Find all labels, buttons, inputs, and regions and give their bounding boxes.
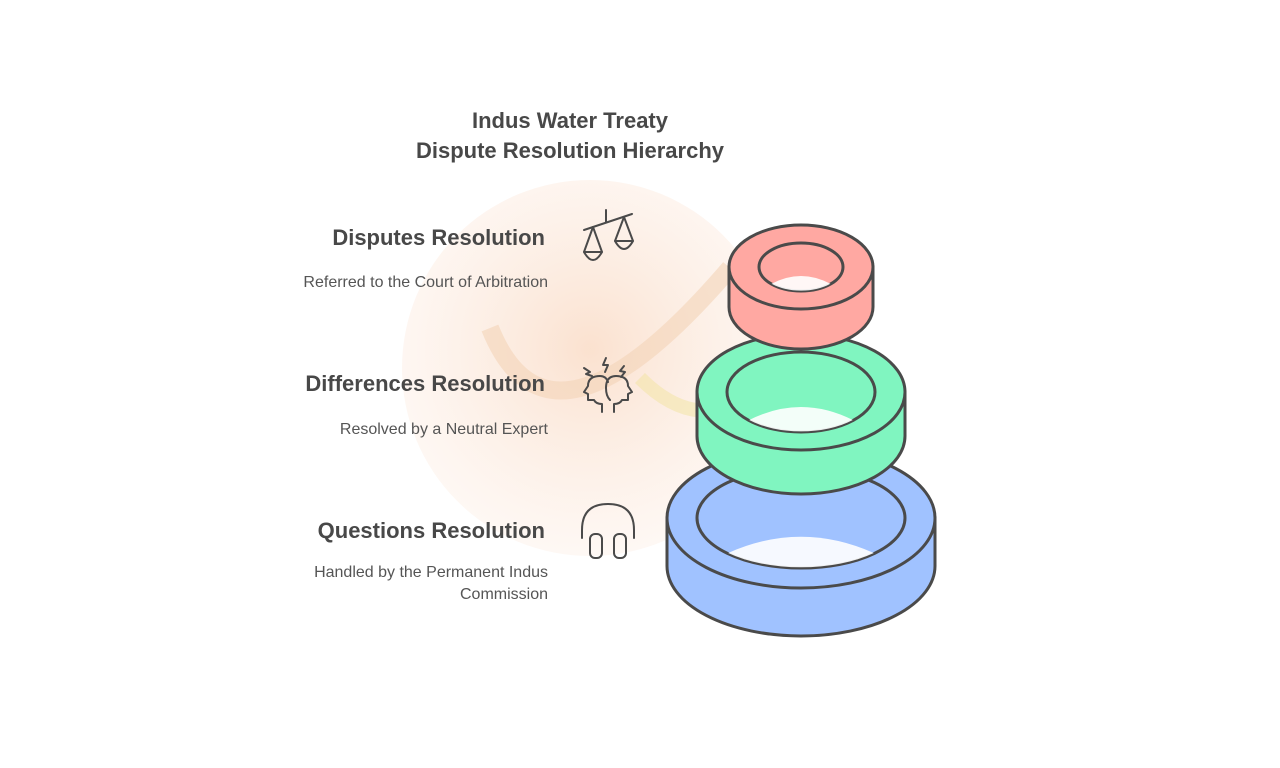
conflicting-heads-icon: [578, 356, 638, 416]
ring-differences-hole: [725, 350, 877, 434]
level-3-description: Handled by the Permanent Indus Commissio…: [314, 564, 548, 603]
level-1-heading: Disputes Resolution: [332, 225, 545, 250]
level-3-heading: Questions Resolution: [317, 518, 545, 543]
ring-differences-inner: [749, 407, 853, 432]
level-2-description: Resolved by a Neutral Expert: [339, 421, 548, 438]
level-1-description: Referred to the Court of Arbitration: [303, 274, 548, 291]
ring-disputes-hole: [757, 241, 845, 293]
ring-disputes: [727, 223, 875, 351]
ring-differences: [695, 332, 907, 496]
headphones-icon: [578, 502, 638, 562]
title-line-2: Dispute Resolution Hierarchy: [415, 138, 725, 163]
diagram-title: Indus Water Treaty Dispute Resolution Hi…: [390, 106, 750, 166]
ring-questions: [665, 446, 937, 638]
ring-questions-inner: [728, 536, 874, 568]
ring-disputes-inner: [771, 276, 831, 291]
level-2-heading: Differences Resolution: [305, 371, 545, 396]
scales-icon: [578, 208, 638, 268]
title-line-1: Indus Water Treaty: [471, 108, 668, 133]
